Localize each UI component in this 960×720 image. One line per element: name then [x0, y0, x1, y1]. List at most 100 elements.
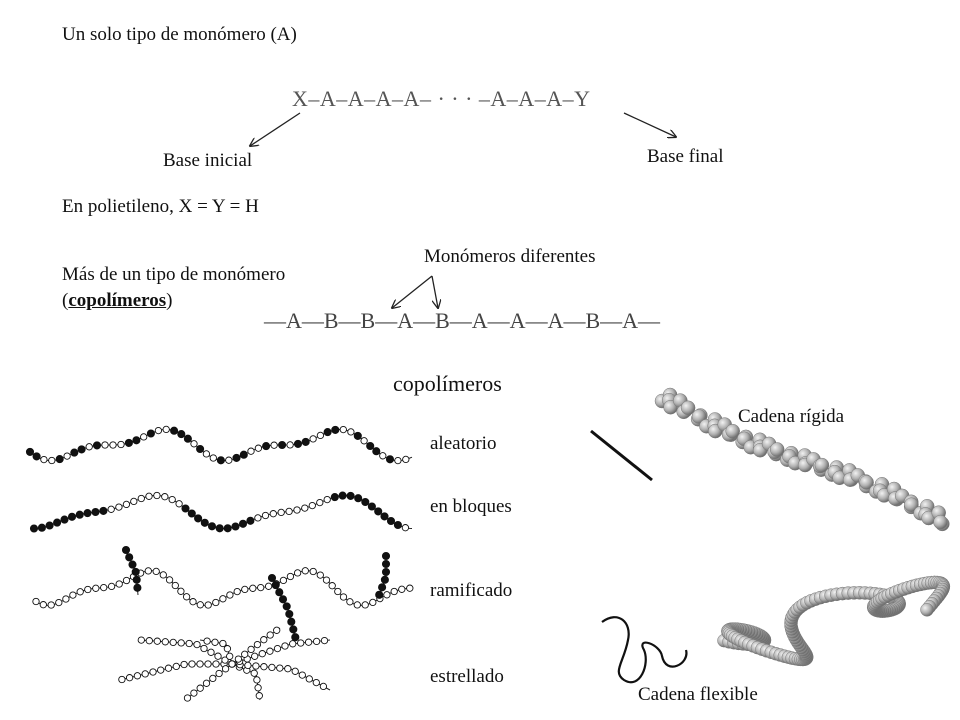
block-copolymer-bead	[145, 492, 153, 500]
branched-copolymer-bead	[233, 587, 241, 596]
random-copolymer-bead	[360, 437, 368, 445]
branched-copolymer-bead	[152, 567, 160, 576]
star-arm-bead	[228, 660, 236, 668]
random-copolymer-bead	[239, 450, 248, 459]
branched-copolymer-bead	[301, 567, 309, 575]
block-copolymer-bead	[91, 507, 100, 517]
star-arm-bead	[221, 656, 229, 664]
star-arm-bead	[172, 662, 180, 671]
branched-copolymer-bead	[100, 583, 108, 592]
branch-arm-bead	[289, 625, 298, 634]
branched-copolymer-bead	[339, 593, 348, 601]
random-copolymer-bead	[331, 425, 340, 434]
star-arm-bead	[183, 694, 192, 702]
rigid-rod	[590, 429, 653, 482]
branched-copolymer-bead	[264, 582, 273, 590]
branch-arm-bead	[278, 595, 288, 604]
branched-copolymer-bead	[212, 598, 220, 607]
random-copolymer-bead	[339, 425, 347, 434]
branch-arm-bead	[275, 588, 284, 597]
star-arm-bead	[268, 663, 276, 672]
flexible-chain-label: Cadena flexible	[638, 684, 758, 705]
branched-copolymer-bead	[171, 581, 179, 590]
random-copolymer-bead	[101, 441, 109, 449]
star-arm-bead	[118, 675, 126, 684]
block-copolymer-bead	[175, 500, 183, 508]
branched-copolymer-bead	[293, 569, 302, 577]
star-arm-bead	[305, 675, 313, 683]
branch-arm-bead	[380, 575, 389, 584]
branch-arm-bead	[133, 583, 142, 592]
random-copolymer-bead	[254, 444, 263, 452]
block-copolymer-bead	[168, 495, 176, 504]
random-copolymer-bead	[117, 440, 125, 449]
star-arm-bead	[223, 645, 232, 653]
star-arm-bead	[169, 638, 177, 647]
branched-copolymer-bead	[361, 601, 369, 609]
block-copolymer-bead	[83, 509, 92, 518]
block-copolymer-bead	[75, 510, 84, 519]
branched-copolymer-bead	[159, 571, 167, 579]
branched-copolymer-bead	[316, 571, 324, 579]
branch-arm-bead	[381, 559, 391, 569]
block-copolymer-bead	[261, 511, 270, 520]
block-copolymer-bead	[60, 515, 69, 524]
copolymers-title: copolímeros	[393, 371, 502, 396]
random-copolymer-bead	[85, 443, 93, 451]
block-copolymer-bead	[323, 495, 331, 504]
star-arm-bead	[273, 644, 282, 653]
block-copolymer-bead	[338, 491, 347, 500]
branched-copolymer-bead	[92, 584, 100, 592]
branched-copolymer-bead	[346, 598, 354, 606]
star-arm-bead	[266, 631, 274, 639]
star-arm-bead	[260, 636, 268, 644]
copolymer-chain: —A—B—B—A—B—A—A—A—B—A—	[264, 308, 661, 333]
single-monomer-heading: Un solo tipo de monómero (A)	[62, 24, 297, 45]
branch-arm-bead	[378, 583, 387, 592]
arrow-to-end-base	[623, 112, 676, 137]
random-copolymer-bead	[232, 453, 241, 462]
arrow-to-start-base	[250, 112, 301, 146]
random-copolymer-bead	[225, 456, 233, 464]
block-copolymer-bead	[137, 494, 145, 503]
rigid-chain-sphere	[814, 457, 830, 473]
block-copolymer-bead	[67, 512, 77, 521]
copolymer-heading: Más de un tipo de monómero (copolímeros)	[62, 262, 362, 313]
star-arm-bead	[145, 637, 153, 645]
star-arm-bead	[215, 669, 223, 678]
random-copolymer-bead	[301, 437, 310, 446]
random-copolymer-bead	[190, 440, 198, 448]
random-copolymer-bead	[183, 434, 192, 443]
star-arm-bead	[251, 652, 259, 660]
star-arm-bead	[258, 650, 266, 658]
random-copolymer-bead	[92, 441, 102, 450]
block-copolymer-bead	[107, 505, 115, 513]
random-copolymer-bead	[270, 441, 278, 449]
random-copolymer-bead	[323, 428, 332, 437]
random-copolymer-bead	[32, 452, 41, 461]
random-copolymer-bead	[293, 439, 303, 448]
block-copolymer-bead	[223, 524, 232, 533]
branched-copolymer-bead	[286, 572, 295, 581]
branched-copolymer-bead	[406, 584, 414, 592]
type-label-random: aleatorio	[430, 433, 497, 454]
star-arm-bead	[203, 637, 211, 645]
star-arm-bead	[204, 660, 212, 668]
branch-arm-bead	[287, 617, 296, 626]
block-copolymer-bead	[277, 508, 285, 517]
random-copolymer-bead	[77, 445, 86, 454]
block-copolymer-bead	[330, 493, 339, 502]
branched-copolymer-bead	[69, 591, 77, 599]
star-arm-bead	[254, 684, 262, 692]
star-arm-bead	[211, 638, 219, 646]
branched-copolymer-bead	[115, 580, 123, 588]
star-arm-bead	[190, 689, 198, 697]
random-copolymer-bead	[170, 426, 179, 435]
star-arm-bead	[241, 650, 249, 658]
star-arm-bead	[137, 636, 145, 644]
rigid-chain-sphere	[680, 400, 696, 416]
random-copolymer-bead	[262, 442, 271, 451]
star-arm-bead	[193, 640, 201, 649]
rigid-chain-label: Cadena rígida	[738, 406, 845, 427]
